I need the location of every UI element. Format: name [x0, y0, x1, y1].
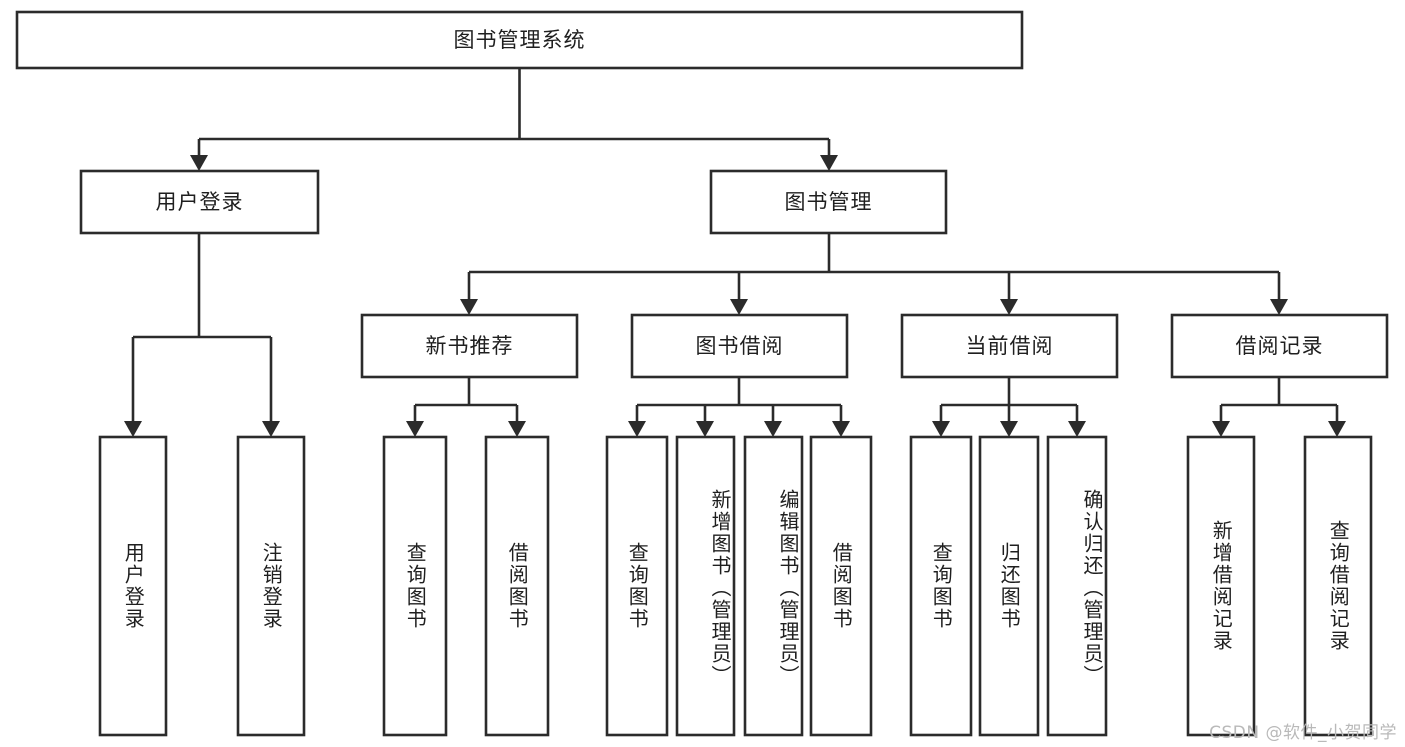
- node-box-leaf-query-book-2[interactable]: [605, 435, 669, 737]
- node-box-current-borrow[interactable]: [900, 313, 1119, 379]
- connectors-userlogin-to-leaves: [124, 233, 280, 437]
- connectors-currentborrow-to-leaves: [932, 377, 1086, 437]
- connectors-borrowrecord-to-leaves: [1212, 377, 1346, 437]
- node-box-root[interactable]: [15, 10, 1024, 70]
- node-box-leaf-return-book[interactable]: [978, 435, 1040, 737]
- node-box-leaf-borrow-book-2[interactable]: [809, 435, 873, 737]
- connectors-newbook-to-leaves: [406, 377, 526, 437]
- node-box-borrow-record[interactable]: [1170, 313, 1389, 379]
- node-box-leaf-query-book-1[interactable]: [382, 435, 448, 737]
- node-box-leaf-add-record[interactable]: [1186, 435, 1256, 737]
- node-box-leaf-edit-book[interactable]: [743, 435, 804, 737]
- node-box-book-borrow[interactable]: [630, 313, 849, 379]
- node-box-leaf-logout[interactable]: [236, 435, 306, 737]
- node-box-user-login[interactable]: [79, 169, 320, 235]
- node-box-leaf-query-record[interactable]: [1303, 435, 1373, 737]
- node-box-new-book-recommend[interactable]: [360, 313, 579, 379]
- connectors-bookmgmt-to-level3: [460, 233, 1288, 315]
- node-box-leaf-borrow-book-1[interactable]: [484, 435, 550, 737]
- connectors-bookborrow-to-leaves: [628, 377, 850, 437]
- node-box-leaf-add-book[interactable]: [675, 435, 736, 737]
- node-box-book-management[interactable]: [709, 169, 948, 235]
- node-box-leaf-query-book-3[interactable]: [909, 435, 973, 737]
- node-box-leaf-confirm-return[interactable]: [1046, 435, 1108, 737]
- node-box-leaf-user-login[interactable]: [98, 435, 168, 737]
- connectors-root-to-level2: [190, 68, 838, 171]
